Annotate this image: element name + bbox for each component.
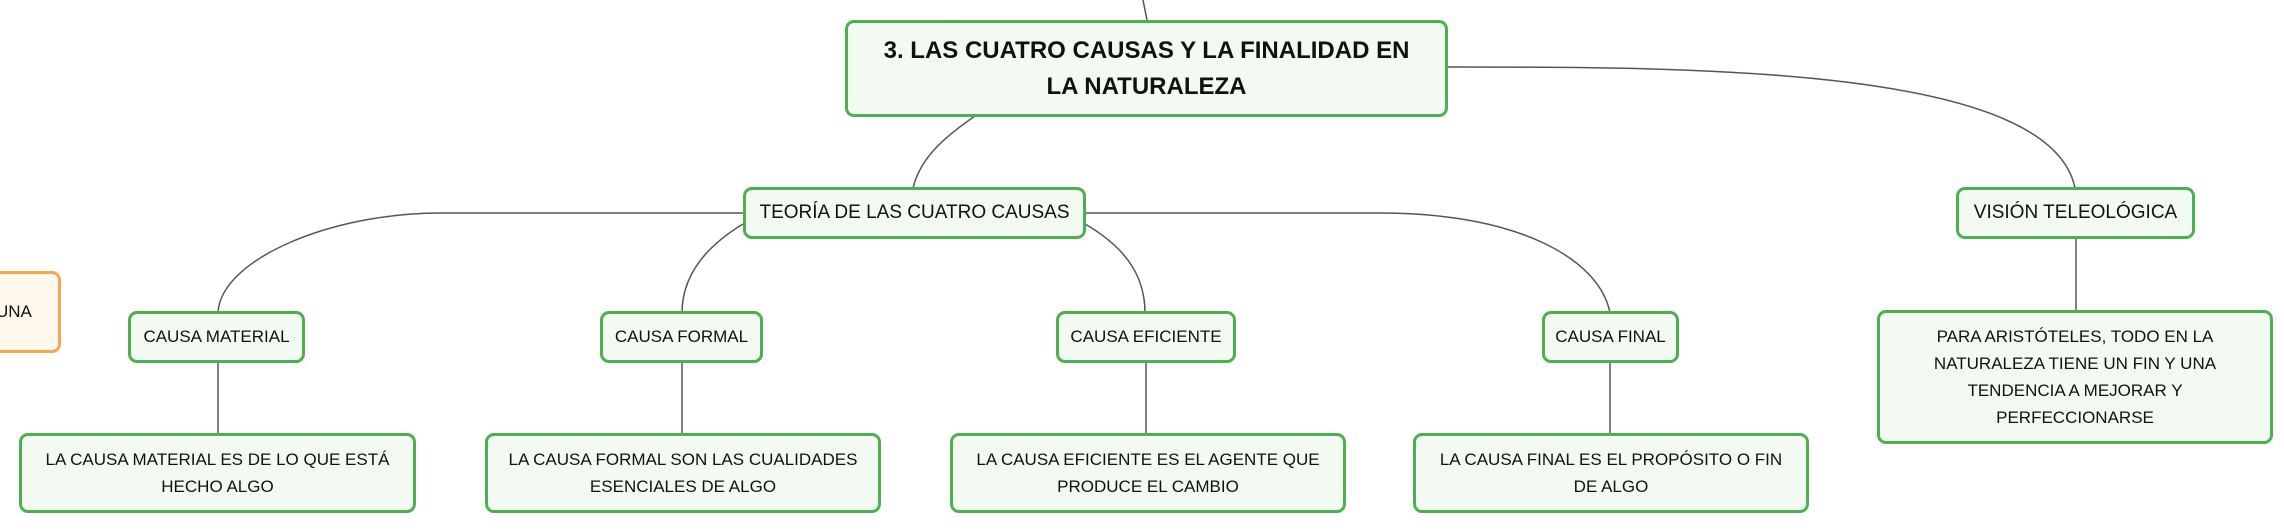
partial-side-node[interactable]: UNA [0, 271, 61, 353]
teleological-vision-description: PARA ARISTÓTELES, TODO EN LA NATURALEZA … [1933, 327, 2217, 427]
final-cause-node[interactable]: CAUSA FINAL [1542, 311, 1679, 363]
efficient-cause-description-node[interactable]: LA CAUSA EFICIENTE ES EL AGENTE QUE PROD… [950, 433, 1346, 513]
theory-four-causes-label: TEORÍA DE LAS CUATRO CAUSAS [759, 202, 1070, 223]
teleological-vision-node[interactable]: VISIÓN TELEOLÓGICA [1956, 187, 2195, 239]
connector-theory-formal [681, 223, 744, 314]
teleological-vision-description-node[interactable]: PARA ARISTÓTELES, TODO EN LA NATURALEZA … [1877, 310, 2273, 444]
partial-side-node-label: UNA [0, 302, 32, 321]
final-cause-label: CAUSA FINAL [1555, 327, 1666, 346]
formal-cause-description: LA CAUSA FORMAL SON LAS CUALIDADES ESENC… [508, 450, 858, 496]
material-cause-label: CAUSA MATERIAL [143, 327, 290, 346]
connector-parent-root [1142, 0, 1148, 21]
material-cause-description: LA CAUSA MATERIAL ES DE LO QUE ESTÁ HECH… [45, 450, 390, 496]
final-cause-description: LA CAUSA FINAL ES EL PROPÓSITO O FIN DE … [1439, 450, 1783, 496]
material-cause-node[interactable]: CAUSA MATERIAL [128, 311, 305, 363]
formal-cause-description-node[interactable]: LA CAUSA FORMAL SON LAS CUALIDADES ESENC… [485, 433, 881, 513]
efficient-cause-description: LA CAUSA EFICIENTE ES EL AGENTE QUE PROD… [976, 450, 1320, 496]
formal-cause-node[interactable]: CAUSA FORMAL [600, 311, 763, 363]
connector-theory-material [217, 212, 743, 314]
efficient-cause-label: CAUSA EFICIENTE [1070, 327, 1222, 346]
root-topic-label: 3. LAS CUATRO CAUSAS Y LA FINALIDAD EN L… [883, 36, 1410, 100]
material-cause-description-node[interactable]: LA CAUSA MATERIAL ES DE LO QUE ESTÁ HECH… [19, 433, 416, 513]
root-topic-node[interactable]: 3. LAS CUATRO CAUSAS Y LA FINALIDAD EN L… [845, 20, 1448, 117]
connector-root-teleology [1446, 66, 2076, 189]
formal-cause-label: CAUSA FORMAL [614, 327, 749, 346]
theory-four-causes-node[interactable]: TEORÍA DE LAS CUATRO CAUSAS [743, 187, 1086, 239]
efficient-cause-node[interactable]: CAUSA EFICIENTE [1056, 311, 1236, 363]
final-cause-description-node[interactable]: LA CAUSA FINAL ES EL PROPÓSITO O FIN DE … [1413, 433, 1809, 513]
teleological-vision-label: VISIÓN TELEOLÓGICA [1973, 202, 2178, 223]
connector-root-theory [912, 115, 976, 189]
connector-theory-efficient [1084, 223, 1146, 314]
connector-theory-final [1085, 212, 1611, 314]
